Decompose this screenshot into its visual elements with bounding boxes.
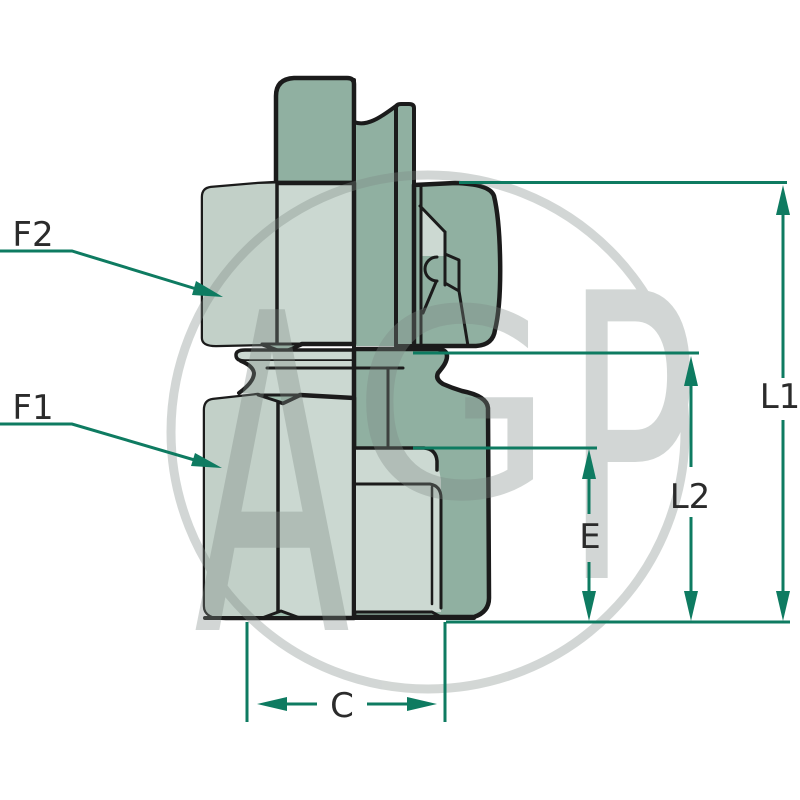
label-e: E bbox=[579, 517, 600, 557]
label-f2: F2 bbox=[12, 215, 53, 255]
watermark-letter-g: G bbox=[351, 254, 554, 559]
dimension-labels: F2 F1 L1 L2 E C bbox=[12, 215, 800, 726]
cutting-ring-edge-1 bbox=[421, 280, 438, 315]
arrow-f2-leader bbox=[192, 281, 223, 297]
port-chamfer-line bbox=[352, 482, 443, 500]
fitting-part-drawing bbox=[200, 75, 503, 621]
watermark-ring bbox=[166, 170, 690, 694]
watermark: A G P bbox=[166, 170, 698, 734]
tube-wall-section bbox=[394, 102, 416, 348]
lower-hex-left-facet bbox=[205, 395, 278, 618]
cutting-ring-nose bbox=[423, 255, 439, 283]
port-bore-light bbox=[354, 449, 441, 612]
neck-outside-fill bbox=[239, 361, 354, 396]
label-l1: L1 bbox=[760, 377, 800, 417]
cutting-ring-edge-2 bbox=[457, 289, 470, 348]
port-bottom-line bbox=[352, 610, 443, 619]
watermark-letter-a: A bbox=[194, 222, 351, 734]
label-f1: F1 bbox=[12, 388, 53, 428]
tube-bore-section-fill bbox=[354, 106, 396, 346]
nut-thread-zone bbox=[421, 207, 445, 256]
lower-hex-top-chamfer bbox=[256, 393, 302, 405]
arrow-l2-down bbox=[684, 591, 698, 621]
tube-saddle-curve bbox=[352, 104, 398, 126]
arrow-c-right bbox=[407, 697, 437, 711]
leader-f2 bbox=[0, 249, 217, 297]
arrow-e-down bbox=[582, 591, 596, 621]
upper-nut-left-facet bbox=[203, 183, 277, 345]
tube-outside-view bbox=[273, 75, 357, 186]
dimension-arrowheads bbox=[191, 185, 790, 711]
label-c: C bbox=[330, 686, 354, 726]
arrow-f1-leader bbox=[191, 453, 222, 468]
upper-nut-bottom-chamfer bbox=[260, 342, 304, 354]
leader-f1 bbox=[0, 422, 216, 468]
watermark-letter-p: P bbox=[564, 210, 698, 671]
arrow-l1-down bbox=[776, 591, 790, 621]
arrow-l2-up bbox=[684, 356, 698, 386]
dimension-lines bbox=[0, 181, 790, 722]
arrow-l1-up bbox=[776, 185, 790, 215]
nut-chamfer-diagonal bbox=[418, 204, 447, 234]
cutting-ring-wedge bbox=[443, 252, 461, 293]
label-l2: L2 bbox=[670, 477, 711, 517]
arrow-e-up bbox=[582, 449, 596, 479]
neck-profile-curve bbox=[237, 359, 256, 395]
arrow-c-left bbox=[257, 697, 287, 711]
